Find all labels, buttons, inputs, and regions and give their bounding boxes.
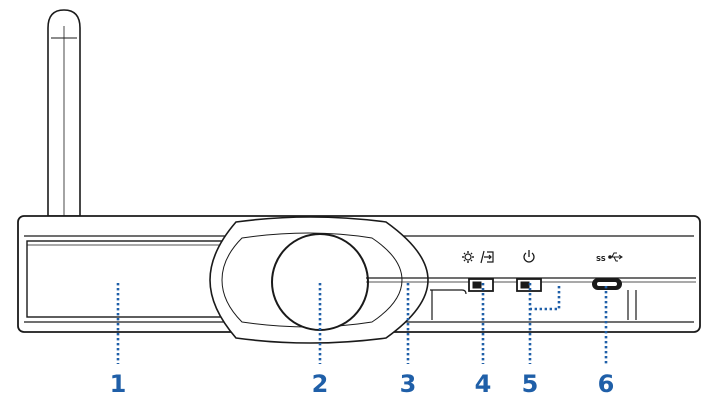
callout-1: 1 xyxy=(110,370,127,398)
callout-2: 2 xyxy=(312,370,329,398)
rotary-knob xyxy=(271,233,369,331)
usb-ss-label: SS xyxy=(596,255,606,263)
antenna xyxy=(47,9,81,217)
callout-6: 6 xyxy=(598,370,615,398)
callout-numbers: 1 2 3 4 5 6 xyxy=(110,370,615,398)
usb-ss-icon: SS xyxy=(596,252,623,263)
switch-port-4 xyxy=(468,278,494,292)
power-icon xyxy=(523,250,535,263)
settings-and-input-icon xyxy=(462,250,494,264)
right-section-dividers xyxy=(430,289,637,320)
callout-5: 5 xyxy=(522,370,539,398)
callout-3: 3 xyxy=(400,370,417,398)
callout-4: 4 xyxy=(475,370,492,398)
usb-port-6 xyxy=(592,278,622,290)
leader-5b xyxy=(530,286,561,311)
callout-leaders xyxy=(116,283,608,364)
